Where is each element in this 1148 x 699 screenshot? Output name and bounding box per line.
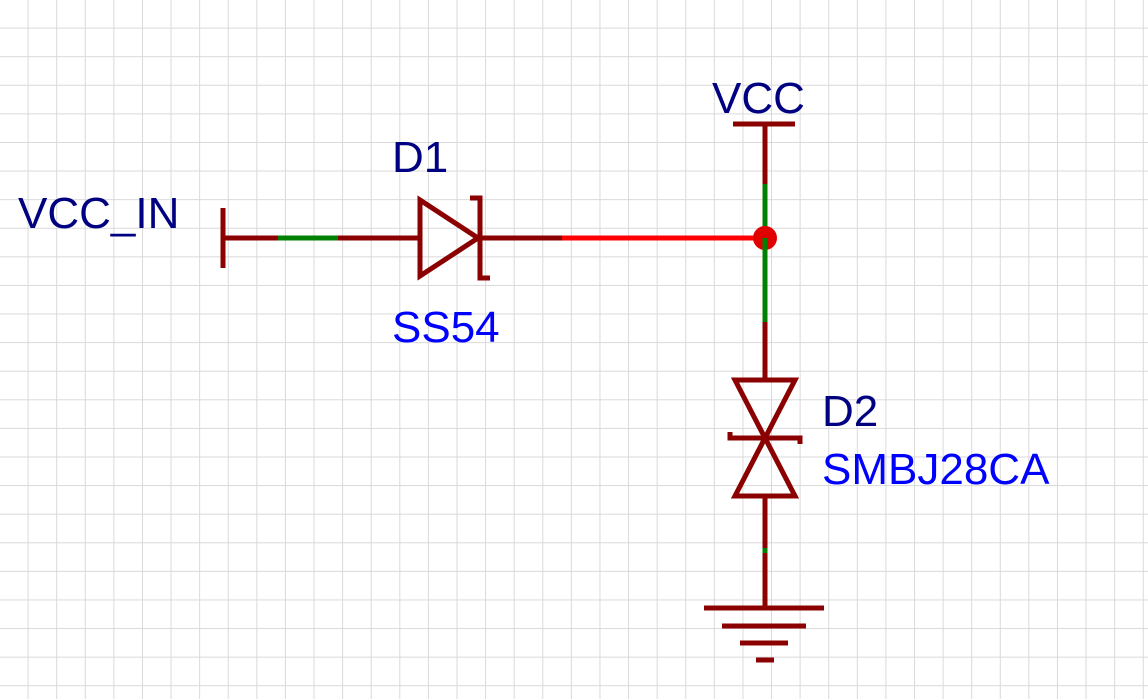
net-label-vcc-in: VCC_IN <box>18 189 179 238</box>
d1-value: SS54 <box>392 303 500 352</box>
tvs-diode-icon <box>727 377 803 499</box>
net-label-vcc: VCC <box>712 74 805 123</box>
tvs-diode-d2[interactable] <box>727 377 803 608</box>
diode-icon <box>417 195 490 281</box>
vcc-port[interactable] <box>733 121 795 238</box>
d2-designator: D2 <box>822 387 878 436</box>
vcc-in-port[interactable] <box>220 208 420 268</box>
diode-d1[interactable] <box>417 195 562 281</box>
ground-icon[interactable] <box>704 605 824 663</box>
d2-value: SMBJ28CA <box>822 445 1050 494</box>
d1-designator: D1 <box>392 133 448 182</box>
